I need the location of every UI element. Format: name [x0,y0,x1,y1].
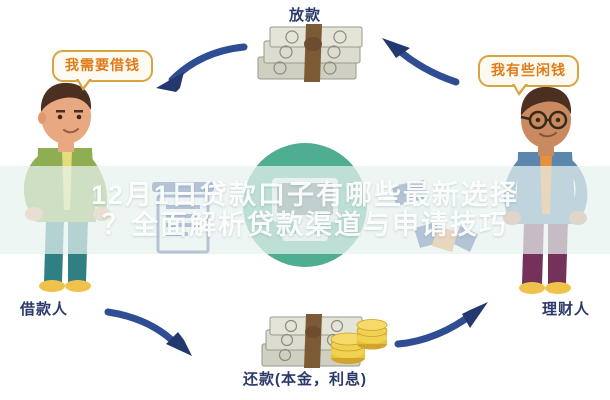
banknote-stack-coins-icon [261,314,388,368]
speech-bubble-borrower: 我需要借钱 [52,50,153,92]
watermark-line-1: 12月1日贷款口子有哪些最新选择 [90,179,520,210]
label-lender: 理财人 [541,301,590,318]
label-borrower: 借款人 [20,301,69,318]
arrow-lender-to-platform [382,38,460,86]
arrow-disburse-to-borrower [156,43,248,92]
speech-bubble-lender: 我有些闲钱 [478,55,579,97]
banknote-stack-top-icon [257,24,363,82]
watermark-banner: 12月1日贷款口子有哪些最新选择 ？全面解析贷款渠道与申请技巧 [0,166,610,254]
label-repayment: 还款(本金，利息) [243,371,367,388]
label-disbursement: 放款 [288,7,321,24]
watermark-line-2: ？全面解析贷款渠道与申请技巧 [102,210,508,240]
